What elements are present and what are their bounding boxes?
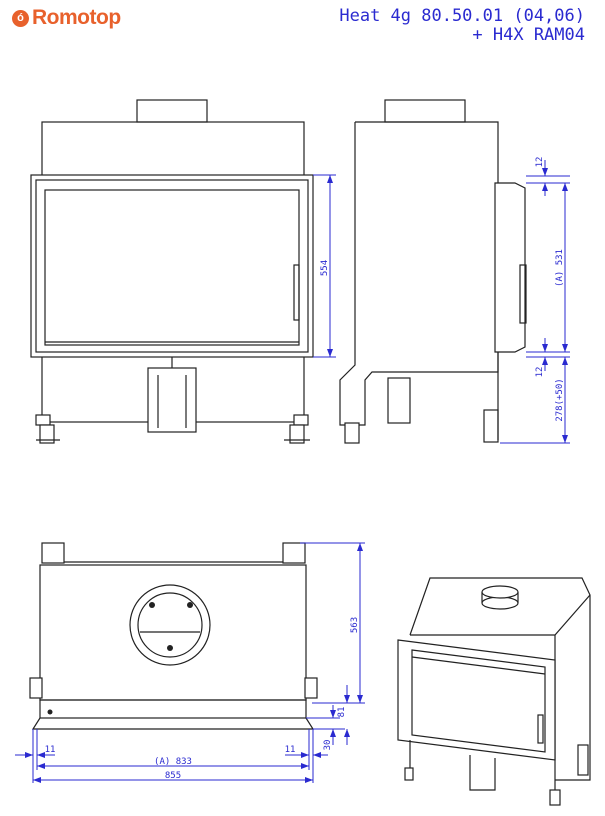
dim-81: 81 xyxy=(337,707,347,718)
dim-11-right: 11 xyxy=(285,745,296,755)
front-view xyxy=(30,99,314,444)
side-dimensions: 12 (A) 531 12 278(+50) xyxy=(500,157,570,444)
logo-text: Romotop xyxy=(32,6,121,29)
dim-563: 563 xyxy=(350,617,360,633)
top-view xyxy=(29,542,318,730)
dim-30: 30 xyxy=(323,740,333,751)
dim-12-bottom: 12 xyxy=(535,367,545,378)
drawing-title: Heat 4g 80.50.01 (04,06) + H4X RAM04 xyxy=(339,7,585,45)
dim-554: 554 xyxy=(320,260,330,276)
dim-12-top: 12 xyxy=(535,157,545,168)
flame-icon: ó xyxy=(12,9,29,27)
top-view-dimensions: 563 81 30 11 11 (A) 833 855 xyxy=(15,542,365,783)
isometric-view xyxy=(397,577,591,806)
front-height-dimension: 554 xyxy=(313,174,336,358)
dim-531: (A) 531 xyxy=(555,249,565,287)
dim-11-left: 11 xyxy=(45,745,56,755)
side-view xyxy=(339,99,527,444)
dim-855: 855 xyxy=(165,771,181,781)
title-line-2: + H4X RAM04 xyxy=(472,25,585,45)
dim-278: 278(+50) xyxy=(555,378,565,421)
title-line-1: Heat 4g 80.50.01 (04,06) xyxy=(339,6,585,26)
dim-833: (A) 833 xyxy=(154,757,192,767)
brand-logo: ó Romotop xyxy=(12,6,121,30)
